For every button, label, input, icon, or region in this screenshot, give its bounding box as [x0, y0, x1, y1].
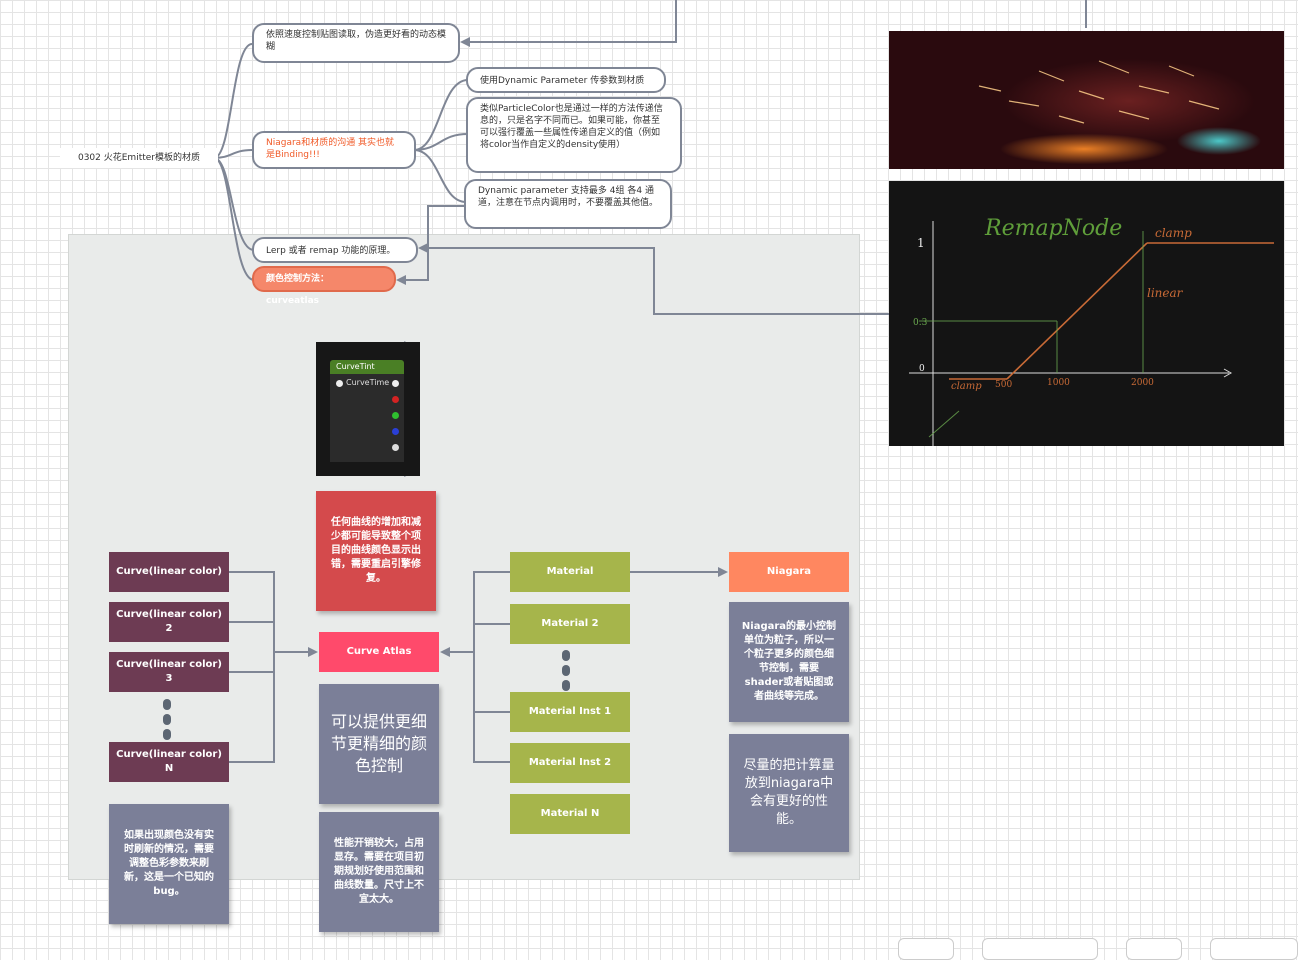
niagara-node[interactable]: Niagara [729, 552, 849, 592]
remap-graph: RemapNode clamp linear clamp 1 0.3 0 500… [909, 216, 1274, 446]
curve-node-3[interactable]: Curve(linear color) 3 [109, 652, 229, 692]
curvetint-body [330, 374, 404, 462]
remap-x-1000: 1000 [1047, 378, 1070, 388]
toolbar-button[interactable] [898, 938, 954, 960]
output-pin-alpha-icon[interactable] [392, 444, 399, 451]
remap-title: RemapNode [984, 216, 1122, 241]
remap-x-500: 500 [995, 380, 1012, 390]
toolbar-button[interactable] [982, 938, 1098, 960]
ellipsis-dots-icon [163, 699, 171, 740]
node-dp-use[interactable]: 使用Dynamic Parameter 传参数到材质 [466, 67, 666, 93]
branch-binding [213, 149, 253, 159]
node-binding[interactable]: Niagara和材质的沟通 其实也就是Binding!!! [252, 131, 416, 169]
spark-streaks [978, 60, 1220, 124]
branch-dp-limit [413, 149, 467, 203]
output-pin-white-icon[interactable] [392, 380, 399, 387]
toolbar-button[interactable] [1126, 938, 1182, 960]
note-refresh-bug[interactable]: 如果出现颜色没有实时刷新的情况，需要调整色彩参数来刷新，这是一个已知的bug。 [109, 804, 229, 924]
material-inst-node-1[interactable]: Material Inst 1 [510, 692, 630, 732]
material-node-1[interactable]: Material [510, 552, 630, 592]
node-curveatlas[interactable]: 颜色控制方法：curveatlas [252, 266, 396, 306]
curve-node-2[interactable]: Curve(linear color) 2 [109, 602, 229, 642]
curvetint-node-image: CurveTint CurveTime [316, 342, 420, 476]
ellipsis-dots-icon [562, 650, 570, 691]
remap-linear: linear [1147, 286, 1184, 300]
node-lerp[interactable]: Lerp 或者 remap 功能的原理。 [252, 237, 418, 263]
curvetint-title: CurveTint [330, 360, 404, 374]
note-performance[interactable]: 性能开销较大，占用显存。需要在项目初期规划好使用范围和曲线数量。尺寸上不宜太大。 [319, 812, 439, 932]
curve-node-n[interactable]: Curve(linear color) N [109, 742, 229, 782]
remap-y-one: 1 [917, 236, 925, 250]
remap-y-mid: 0.3 [913, 318, 928, 328]
output-pin-red-icon[interactable] [392, 396, 399, 403]
remap-clamp-top: clamp [1155, 226, 1192, 240]
node-speed-note[interactable]: 依照速度控制贴图读取，伪造更好看的动态模糊 [252, 23, 460, 63]
toolbar-button[interactable] [1210, 938, 1298, 960]
curve-node-1[interactable]: Curve(linear color) [109, 552, 229, 592]
curvetint-input-label: CurveTime [346, 378, 390, 387]
material-node-2[interactable]: Material 2 [510, 604, 630, 644]
output-pin-green-icon[interactable] [392, 412, 399, 419]
output-pin-blue-icon[interactable] [392, 428, 399, 435]
note-curve-warning[interactable]: 任何曲线的增加和减少都可能导致整个项目的曲线颜色显示出错，需要重启引擎修复。 [316, 491, 436, 611]
remap-x-2000: 2000 [1131, 378, 1154, 388]
remap-clamp-bottom: clamp [951, 381, 982, 392]
note-niagara-unit[interactable]: Niagara的最小控制单位为粒子，所以一个粒子更多的颜色细节控制，需要shad… [729, 602, 849, 722]
mindmap-root[interactable]: 0302 火花Emitter模板的材质 [60, 148, 218, 168]
material-inst-node-2[interactable]: Material Inst 2 [510, 743, 630, 783]
branch-similar [413, 133, 469, 151]
branch-dp-use [413, 79, 469, 151]
input-pin-icon[interactable] [336, 380, 343, 387]
remap-origin: 0 [919, 364, 925, 374]
branch-speed [213, 43, 253, 159]
note-compute-niagara[interactable]: 尽量的把计算量放到niagara中会有更好的性能。 [729, 734, 849, 852]
node-dp-limit[interactable]: Dynamic parameter 支持最多 4组 各4 通道，注意在节点内调用… [464, 179, 672, 229]
remap-sketch-image: RemapNode clamp linear clamp 1 0.3 0 500… [889, 181, 1284, 446]
motion-blur-photo [889, 31, 1284, 169]
note-detail-control[interactable]: 可以提供更细节更精细的颜色控制 [319, 684, 439, 804]
node-similar[interactable]: 类似ParticleColor也是通过一样的方法传递信息的，只是名字不同而已。如… [466, 97, 682, 173]
curve-atlas-node[interactable]: Curve Atlas [319, 632, 439, 672]
material-node-n[interactable]: Material N [510, 794, 630, 834]
